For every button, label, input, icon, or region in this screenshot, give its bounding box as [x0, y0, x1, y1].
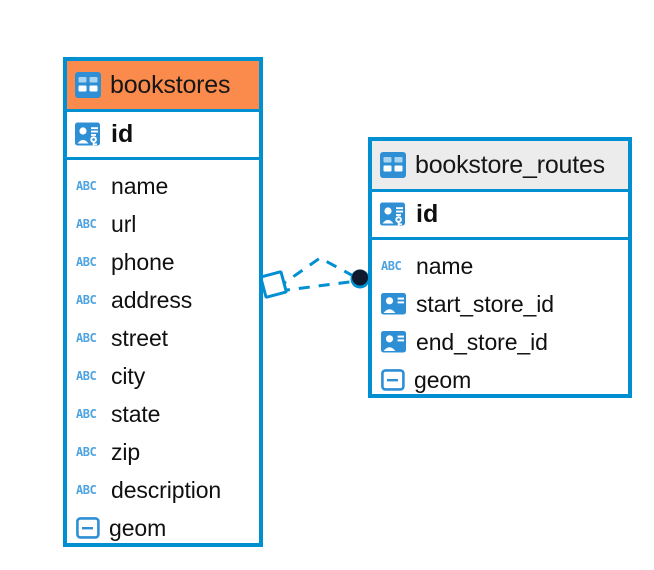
field-label-city: city — [111, 362, 146, 389]
abc-text-glyph: ABC — [76, 293, 97, 307]
entity-header-bookstores[interactable]: bookstores — [67, 61, 259, 112]
entity-title-bookstores: bookstores — [110, 70, 231, 99]
relationship-line-lower — [278, 279, 358, 293]
field-row-zip[interactable]: ABC zip — [67, 433, 259, 471]
field-list-bookstores: ABC name ABC url ABC phone ABC — [67, 160, 259, 547]
field-row-name[interactable]: ABC name — [372, 247, 628, 285]
abc-text-glyph: ABC — [76, 483, 97, 497]
primary-key-row-bookstores[interactable]: id — [67, 112, 259, 160]
field-row-end-store-id[interactable]: end_store_id — [372, 323, 628, 361]
primary-key-icon — [380, 202, 408, 228]
abc-text-glyph: ABC — [381, 259, 402, 273]
field-row-address[interactable]: ABC address — [67, 281, 259, 319]
field-label-name: name — [416, 252, 474, 279]
abc-text-icon: ABC — [76, 483, 102, 497]
primary-key-label-bookstore-routes: id — [416, 200, 439, 228]
field-row-geom[interactable]: geom — [67, 509, 259, 547]
field-label-address: address — [111, 286, 193, 313]
entity-title-bookstore-routes: bookstore_routes — [415, 150, 605, 179]
abc-text-glyph: ABC — [76, 445, 97, 459]
entity-header-bookstore-routes[interactable]: bookstore_routes — [372, 141, 628, 192]
table-icon — [75, 72, 101, 98]
field-label-start-store-id: start_store_id — [416, 290, 554, 317]
field-label-end-store-id: end_store_id — [416, 328, 548, 355]
field-label-description: description — [111, 476, 222, 503]
field-label-url: url — [111, 210, 137, 237]
abc-text-icon: ABC — [76, 217, 102, 231]
abc-text-icon: ABC — [76, 293, 102, 307]
relationship-line-upper — [276, 256, 360, 290]
field-row-city[interactable]: ABC city — [67, 357, 259, 395]
field-row-start-store-id[interactable]: start_store_id — [372, 285, 628, 323]
abc-text-icon: ABC — [76, 179, 102, 193]
field-label-zip: zip — [111, 438, 141, 465]
entity-bookstore-routes[interactable]: bookstore_routes id — [368, 137, 632, 398]
abc-text-icon: ABC — [76, 407, 102, 421]
abc-text-glyph: ABC — [76, 179, 97, 193]
primary-key-icon — [75, 122, 103, 148]
primary-key-label-bookstores: id — [111, 120, 134, 148]
field-row-phone[interactable]: ABC phone — [67, 243, 259, 281]
abc-text-glyph: ABC — [76, 331, 97, 345]
abc-text-icon: ABC — [76, 331, 102, 345]
geometry-icon — [76, 517, 100, 539]
abc-text-glyph: ABC — [76, 217, 97, 231]
field-label-street: street — [111, 324, 168, 351]
field-list-bookstore-routes: ABC name start_store_id — [372, 240, 628, 399]
abc-text-icon: ABC — [76, 369, 102, 383]
diamond-marker — [259, 270, 288, 299]
abc-text-glyph: ABC — [76, 369, 97, 383]
abc-text-glyph: ABC — [76, 407, 97, 421]
field-row-url[interactable]: ABC url — [67, 205, 259, 243]
field-label-geom: geom — [109, 514, 167, 541]
field-label-state: state — [111, 400, 161, 427]
abc-text-glyph: ABC — [76, 255, 97, 269]
entity-bookstores[interactable]: bookstores id — [63, 57, 263, 547]
field-label-phone: phone — [111, 248, 175, 275]
filled-circle-marker — [350, 269, 370, 289]
abc-text-icon: ABC — [76, 255, 102, 269]
abc-text-icon: ABC — [381, 259, 407, 273]
foreign-key-icon — [381, 331, 407, 353]
table-icon — [380, 152, 406, 178]
abc-text-icon: ABC — [76, 445, 102, 459]
field-label-geom: geom — [414, 366, 472, 393]
field-row-street[interactable]: ABC street — [67, 319, 259, 357]
field-label-name: name — [111, 172, 169, 199]
foreign-key-icon — [381, 293, 407, 315]
field-row-state[interactable]: ABC state — [67, 395, 259, 433]
geometry-icon — [381, 369, 405, 391]
field-row-name[interactable]: ABC name — [67, 167, 259, 205]
primary-key-row-bookstore-routes[interactable]: id — [372, 192, 628, 240]
field-row-geom[interactable]: geom — [372, 361, 628, 399]
field-row-description[interactable]: ABC description — [67, 471, 259, 509]
